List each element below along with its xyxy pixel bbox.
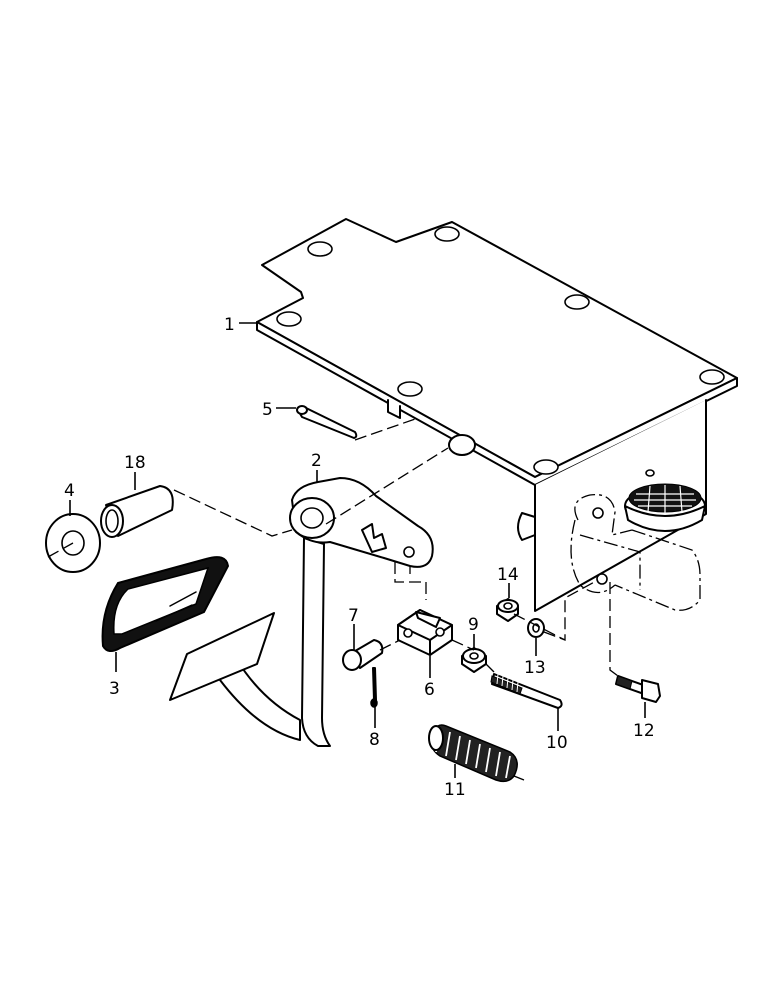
callout-8: 8	[369, 730, 380, 750]
callout-3: 3	[109, 679, 120, 699]
callout-5: 5	[262, 400, 273, 420]
callout-12: 12	[633, 721, 655, 741]
spring-part	[428, 724, 518, 783]
reservoir-cap	[624, 469, 706, 532]
callout-11: 11	[444, 780, 466, 800]
callout-4: 4	[64, 481, 75, 501]
push-rod-part	[490, 673, 563, 709]
bolt-part	[615, 675, 661, 703]
callout-1: 1	[224, 315, 235, 335]
assembly-lines	[47, 417, 619, 781]
pedal-plate	[169, 612, 275, 701]
callout-10: 10	[546, 733, 568, 753]
callout-9: 9	[468, 615, 479, 635]
clevis-block-part	[397, 609, 453, 656]
nut-part	[461, 647, 487, 673]
callout-2: 2	[311, 451, 322, 471]
pedal-lever-part	[210, 477, 434, 747]
callout-13: 13	[524, 658, 546, 678]
small-nut-part	[496, 598, 519, 622]
mounting-plate-part	[256, 218, 738, 612]
callout-18: 18	[124, 453, 146, 473]
callout-14: 14	[497, 565, 519, 585]
callout-7: 7	[348, 606, 359, 626]
clevis-pin-part	[342, 639, 384, 671]
pedal-rubber-pad-part	[101, 556, 230, 652]
master-cylinder-phantom	[570, 493, 701, 611]
callout-labels: 1 2 3 4 5 6 7 8 9 10 11 12 13 14 18	[64, 315, 655, 800]
split-pin-part	[296, 405, 358, 439]
bushing-part	[100, 485, 174, 538]
cotter-pin-part	[370, 667, 378, 708]
leader-lines	[69, 322, 646, 778]
callout-6: 6	[424, 680, 435, 700]
